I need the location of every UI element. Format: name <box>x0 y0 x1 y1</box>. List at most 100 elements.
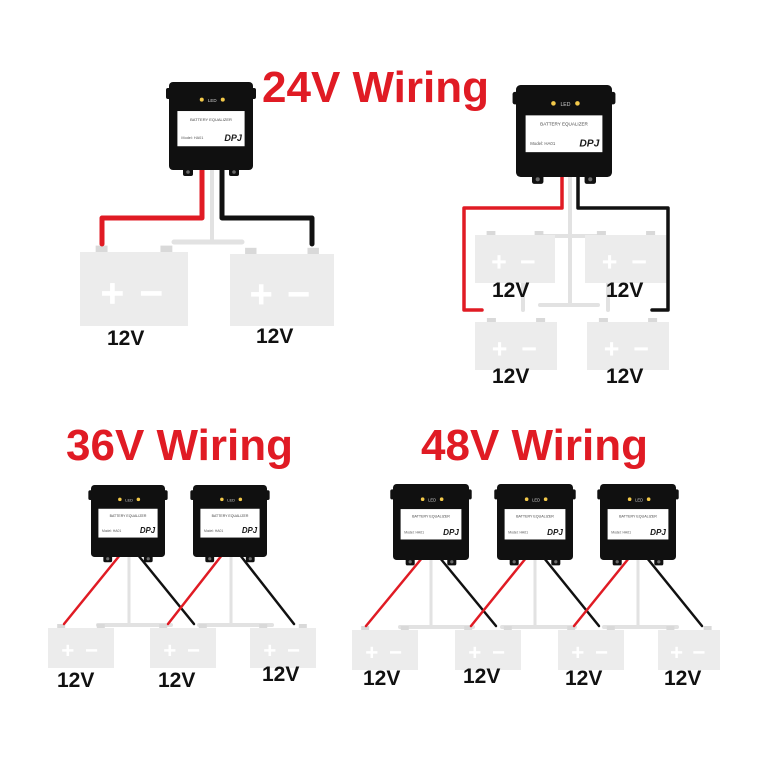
battery-negative-terminal <box>606 626 615 631</box>
device-label-sticker <box>504 509 566 540</box>
plus-icon <box>473 646 477 658</box>
battery-48v-4 <box>658 626 720 670</box>
battery-body <box>587 322 669 370</box>
minus-icon <box>492 651 505 654</box>
plus-icon <box>268 644 272 656</box>
battery-36v-3 <box>250 624 316 668</box>
brand-logo: DPJ <box>547 528 563 537</box>
voltage-label-24v-a1: 12V <box>107 327 145 350</box>
voltage-label-36v-2: 12V <box>158 669 196 692</box>
plus-icon <box>168 644 172 656</box>
negative-wire-black <box>576 170 670 312</box>
positive-wire-red <box>462 170 564 312</box>
voltage-label-48v-4: 12V <box>664 667 702 690</box>
led-label: LED <box>208 98 218 103</box>
voltage-label-48v-3: 12V <box>565 667 603 690</box>
model-text: Model: HA01 <box>530 141 556 146</box>
device-label-sticker <box>607 509 669 540</box>
minus-icon <box>693 651 705 654</box>
plus-icon <box>370 646 374 658</box>
minus-icon <box>634 347 648 351</box>
model-text: Model: HA01 <box>181 136 203 140</box>
battery-negative-terminal <box>503 626 512 631</box>
plus-icon <box>110 283 115 304</box>
led-label: LED <box>560 102 570 108</box>
battery-equalizer-36v-1: LED BATTERY EQUALIZER Model: HA01 DPJ <box>88 485 168 563</box>
battery-negative-terminal <box>536 318 546 323</box>
battery-body <box>80 252 188 326</box>
voltage-label-24v-b4: 12V <box>606 365 644 388</box>
plus-icon <box>608 255 612 269</box>
device-name-text: BATTERY EQUALIZER <box>110 514 147 518</box>
battery-body <box>352 630 418 670</box>
screw-hole <box>248 557 252 561</box>
minus-icon <box>595 651 608 654</box>
voltage-label-48v-2: 12V <box>463 665 501 688</box>
battery-positive-terminal <box>486 231 496 236</box>
minus-icon <box>187 649 200 652</box>
battery-positive-terminal <box>666 626 675 631</box>
plus-icon <box>675 646 678 658</box>
screw-hole <box>106 557 110 561</box>
minus-icon <box>85 649 98 652</box>
battery-negative-terminal <box>96 624 105 629</box>
model-text: Model: HA01 <box>102 529 121 533</box>
device-name-text: BATTERY EQUALIZER <box>412 515 450 519</box>
battery-48v-1 <box>352 626 418 670</box>
battery-body <box>558 630 624 670</box>
minus-icon <box>288 292 309 297</box>
battery-positive-terminal <box>567 626 576 631</box>
minus-icon <box>632 260 646 264</box>
screw-hole <box>186 170 190 174</box>
led-label: LED <box>532 497 540 502</box>
led-indicator <box>136 497 141 502</box>
device-label-sticker <box>400 509 462 540</box>
minus-icon <box>287 649 300 652</box>
led-indicator <box>118 497 122 502</box>
battery-positive-terminal <box>95 245 108 253</box>
battery-positive-terminal <box>598 318 608 323</box>
model-text: Model: HA01 <box>204 529 223 533</box>
brand-logo: DPJ <box>443 528 459 537</box>
model-text: Model: HA01 <box>611 530 631 534</box>
battery-body <box>250 628 316 668</box>
battery-negative-terminal <box>648 318 658 323</box>
led-label: LED <box>125 498 133 503</box>
led-indicator <box>646 497 651 502</box>
battery-24v-b4 <box>587 318 669 370</box>
positive-wire-red <box>62 553 122 626</box>
screw-hole <box>535 177 540 182</box>
battery-body <box>455 630 521 670</box>
brand-logo: DPJ <box>140 526 156 535</box>
screw-hole <box>146 557 150 561</box>
led-indicator <box>220 97 225 102</box>
screw-hole <box>232 170 236 174</box>
screw-hole <box>208 557 212 561</box>
positive-wire-red <box>166 553 224 626</box>
battery-negative-terminal <box>160 245 173 253</box>
led-indicator <box>220 497 224 502</box>
minus-icon <box>140 291 162 296</box>
led-label: LED <box>227 498 235 503</box>
minus-icon <box>389 651 402 654</box>
screw-hole <box>512 560 516 564</box>
voltage-label-36v-3: 12V <box>262 663 300 686</box>
battery-48v-3 <box>558 626 624 670</box>
battery-36v-1 <box>48 624 114 668</box>
battery-24v-a1 <box>80 245 188 326</box>
positive-wire-red <box>572 556 631 628</box>
led-indicator <box>238 497 243 502</box>
battery-positive-terminal <box>259 624 268 629</box>
battery-body <box>475 322 557 370</box>
model-text: Model: HA01 <box>404 530 424 534</box>
voltage-label-24v-b2: 12V <box>606 279 644 302</box>
plus-icon <box>258 284 264 305</box>
battery-24v-b2 <box>585 231 667 283</box>
voltage-label-36v-1: 12V <box>57 669 95 692</box>
battery-body <box>48 628 114 668</box>
battery-negative-terminal <box>534 231 544 236</box>
